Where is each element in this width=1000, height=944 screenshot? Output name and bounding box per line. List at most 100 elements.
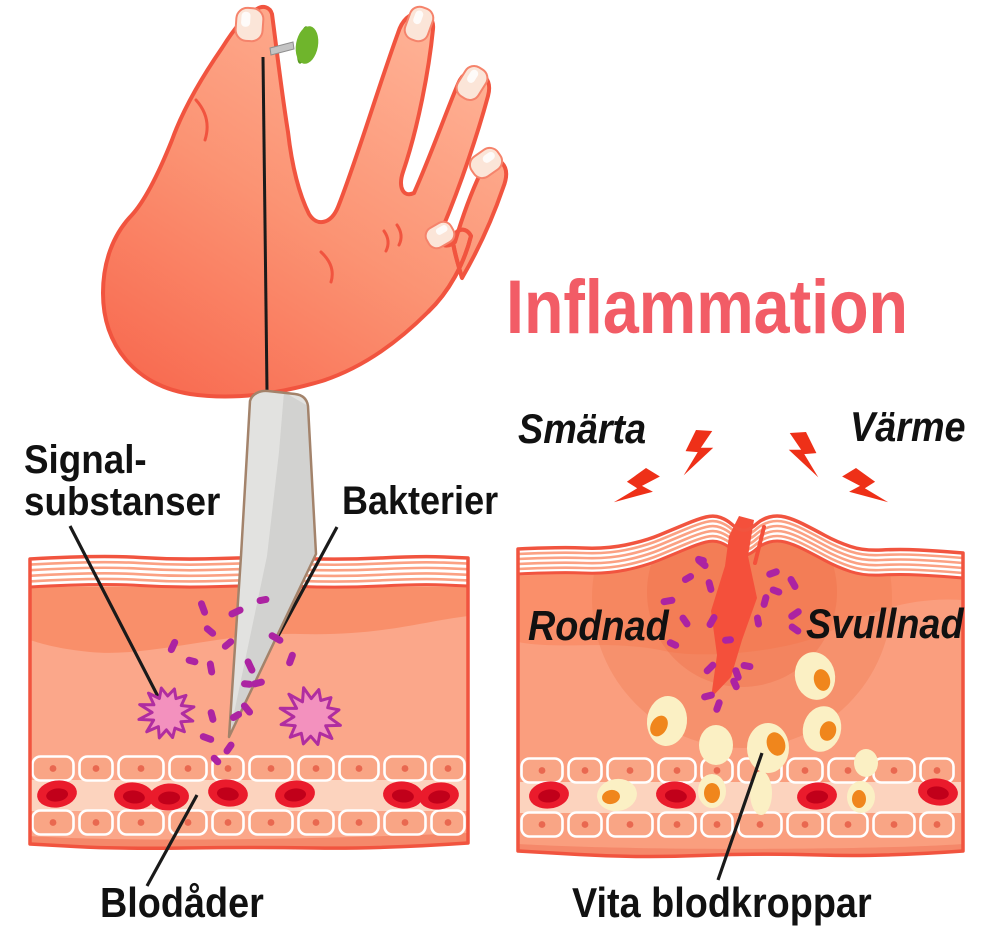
cell-nucleus-dot xyxy=(844,767,852,774)
right-vessel-lumen xyxy=(520,782,961,813)
red-blood-cell-icon xyxy=(149,783,189,811)
red-blood-cell-icon xyxy=(114,782,154,810)
cell-nucleus-dot xyxy=(581,767,589,774)
cell-nucleus-dot xyxy=(673,767,681,774)
cell-nucleus-dot xyxy=(401,819,409,826)
bacterium-icon xyxy=(197,600,209,616)
bacterium-icon xyxy=(185,656,199,666)
cell-nucleus-dot xyxy=(355,819,363,826)
bacterium-icon xyxy=(203,625,217,637)
bacterium-icon xyxy=(753,614,763,628)
red-blood-cell-icon xyxy=(208,779,248,807)
signal-label-line2: substanser xyxy=(24,479,221,524)
wbc-nucleus xyxy=(819,721,837,741)
wbc-nucleus xyxy=(813,669,831,691)
left-red-blood-cells xyxy=(37,779,459,811)
white-blood-cell-icon xyxy=(698,725,733,808)
bacterium-icon xyxy=(240,702,254,716)
bacterium-icon xyxy=(730,677,740,691)
cell-nucleus-dot xyxy=(184,819,192,826)
right-skin-outline xyxy=(516,514,965,859)
bacterium-icon xyxy=(268,632,284,644)
bacterium-icon xyxy=(788,623,802,635)
signal-substances-label: Signal- substanser xyxy=(24,439,221,524)
splinter-icon xyxy=(227,389,318,739)
white-blood-cell-icon xyxy=(747,723,789,815)
cell-nucleus-dot xyxy=(92,819,100,826)
bacterium-icon xyxy=(701,691,715,701)
cell-nucleus-dot xyxy=(801,767,809,774)
bacterium-icon xyxy=(660,596,676,606)
cell-nucleus-dot xyxy=(267,819,275,826)
cell-nucleus-dot xyxy=(184,765,192,772)
cell-nucleus-dot xyxy=(626,767,634,774)
cell-nucleus-dot xyxy=(673,821,681,828)
cell-nucleus-dot xyxy=(801,821,809,828)
right-skin-border xyxy=(516,514,965,859)
cell-nucleus-dot xyxy=(92,765,100,772)
cell-nucleus-dot xyxy=(890,821,898,828)
left-leader-lines xyxy=(68,525,339,887)
bacterium-icon xyxy=(210,754,222,766)
bacterium-icon xyxy=(167,638,179,654)
hand-creases xyxy=(194,98,403,284)
left-vessel-walls xyxy=(31,755,466,836)
bacterium-icon xyxy=(760,594,770,608)
cell-nucleus-dot xyxy=(312,819,320,826)
signal-substance-icon xyxy=(278,686,342,746)
cell-nucleus-dot xyxy=(355,765,363,772)
nail-highlights xyxy=(241,10,495,235)
bacterium-icon xyxy=(722,636,734,644)
signal-substance-icon xyxy=(137,686,196,740)
bacterium-icon xyxy=(732,667,742,681)
bacterium-icon xyxy=(769,586,783,596)
bacteria-label: Bakterier xyxy=(342,479,499,523)
fingernails xyxy=(234,5,504,250)
pinky-outline xyxy=(426,227,473,314)
bacterium-icon xyxy=(666,639,680,649)
wbc-nucleus xyxy=(852,790,866,808)
cell-nucleus-dot xyxy=(224,765,232,772)
left-bacteria-icons xyxy=(167,595,296,766)
wound-crack-icon xyxy=(711,516,766,698)
cell-nucleus-dot xyxy=(933,767,941,774)
cell-nucleus-dot xyxy=(538,821,546,828)
cell-nucleus-dot xyxy=(626,821,634,828)
cell-nucleus-dot xyxy=(401,765,409,772)
wbc-leader-line xyxy=(716,752,764,881)
bacterium-icon xyxy=(713,699,723,713)
bacterium-icon xyxy=(766,568,780,578)
cell-nucleus-dot xyxy=(224,819,232,826)
bacterium-icon xyxy=(244,658,256,674)
bacterium-icon xyxy=(703,661,717,675)
bacterium-icon xyxy=(705,579,715,593)
right-red-blood-cells xyxy=(529,778,958,810)
cell-nucleus-dot xyxy=(538,767,546,774)
bacteria-leader-line xyxy=(276,526,339,637)
cell-nucleus-dot xyxy=(137,819,145,826)
cell-nucleus-dot xyxy=(844,821,852,828)
blood-vessel-label: Blodåder xyxy=(100,879,264,926)
bacterium-icon xyxy=(679,614,691,628)
signal-substance-icons xyxy=(137,686,342,746)
right-vessel-walls xyxy=(520,757,955,838)
redness-label: Rodnad xyxy=(528,602,669,649)
red-blood-cell-icon xyxy=(419,782,459,810)
cell-nucleus-dot xyxy=(713,767,721,774)
white-blood-cell-icon xyxy=(646,696,688,746)
hand-icon xyxy=(101,4,509,399)
heat-label: Värme xyxy=(850,403,966,450)
cell-nucleus-dot xyxy=(581,821,589,828)
bacterium-icon xyxy=(286,651,296,667)
cell-nucleus-dot xyxy=(890,767,898,774)
pain-label: Smärta xyxy=(518,405,647,452)
bacterium-icon xyxy=(695,555,707,565)
bacterium-icon xyxy=(223,741,235,755)
right-bottom-shade xyxy=(518,844,963,856)
swelling-label: Svullnad xyxy=(806,600,964,647)
right-bacteria-icons xyxy=(660,555,802,713)
white-blood-cell-icon xyxy=(802,706,842,752)
white-blood-cell-icon xyxy=(847,749,878,813)
